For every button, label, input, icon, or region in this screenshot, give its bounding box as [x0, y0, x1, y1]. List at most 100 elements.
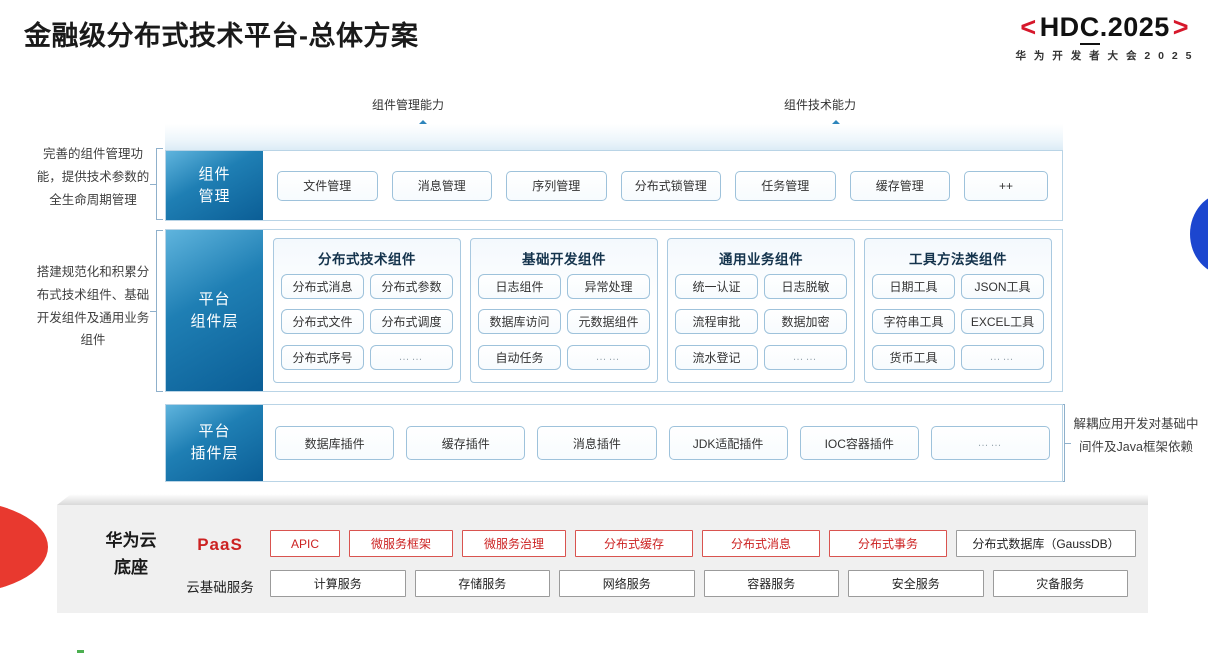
logo-text-c: C [1079, 12, 1100, 45]
paas-chip-highlighted[interactable]: 分布式事务 [829, 530, 947, 557]
component-group-chip[interactable]: JSON工具 [961, 274, 1044, 299]
paas-chip-highlighted[interactable]: APIC [270, 530, 340, 557]
side-note-left-top: 完善的组件管理功能，提供技术参数的全生命周期管理 [36, 147, 150, 207]
iaas-chip[interactable]: 存储服务 [414, 570, 550, 597]
blue-lens-decoration [1190, 193, 1208, 275]
red-wedge-decoration [0, 500, 48, 594]
plugin-layer-chip[interactable]: 缓存插件 [406, 426, 526, 460]
paas-chip-highlighted[interactable]: 分布式缓存 [575, 530, 693, 557]
component-group-grid: 分布式消息分布式参数分布式文件分布式调度分布式序号…… [281, 274, 453, 375]
iaas-chip[interactable]: 网络服务 [559, 570, 695, 597]
platform-plugin-layer-label: 平台 插件层 [166, 405, 263, 481]
component-group-chip[interactable]: 统一认证 [675, 274, 758, 299]
component-management-band: 组件 管理 文件管理消息管理序列管理分布式锁管理任务管理缓存管理 ++ [165, 150, 1063, 221]
paas-items-row: APIC 微服务框架微服务治理分布式缓存分布式消息分布式事务分布式数据库（Gaus… [270, 530, 1136, 557]
component-group-chip[interactable]: …… [961, 344, 1044, 370]
iaas-chip[interactable]: 灾备服务 [992, 570, 1128, 597]
component-management-chip[interactable]: 任务管理 [735, 170, 836, 201]
component-group-chip[interactable]: 日志脱敏 [764, 274, 847, 299]
platform-plugin-layer-items: 数据库插件缓存插件消息插件 JDK适配插件 IOC容器插件 …… [263, 405, 1062, 481]
iaas-chip[interactable]: 计算服务 [270, 570, 406, 597]
platform-plugin-layer-band: 平台 插件层 数据库插件缓存插件消息插件 JDK适配插件 IOC容器插件 …… [165, 404, 1063, 482]
component-management-chip[interactable]: ++ [964, 170, 1048, 201]
component-management-chip[interactable]: 消息管理 [391, 170, 492, 201]
component-management-items: 文件管理消息管理序列管理分布式锁管理任务管理缓存管理 ++ [263, 151, 1062, 220]
platform-component-layer-label: 平台 组件层 [166, 230, 263, 391]
component-group-chip[interactable]: 流水登记 [675, 344, 758, 370]
platform-plugin-layer-label-line2: 插件层 [190, 445, 239, 462]
base-bevel [57, 494, 1148, 505]
platform-component-layer-band: 平台 组件层 分布式技术组件分布式消息分布式参数分布式文件分布式调度分布式序号…… [165, 229, 1063, 392]
plugin-layer-chip[interactable]: IOC容器插件 [799, 426, 919, 460]
component-group-chip[interactable]: 分布式参数 [370, 274, 453, 299]
bracket-tick-left-bottom [150, 311, 157, 312]
iaas-chip[interactable]: 容器服务 [703, 570, 839, 597]
arrow-label-component-management: 组件管理能力 [372, 98, 445, 112]
component-group-chip[interactable]: 货币工具 [872, 344, 955, 370]
component-group: 通用业务组件统一认证日志脱敏流程审批数据加密流水登记…… [667, 238, 855, 383]
logo-text-year: .2025 [1099, 12, 1170, 42]
bracket-tick-right [1064, 443, 1071, 444]
component-group-chip[interactable]: 日志组件 [478, 274, 561, 299]
paas-chip-highlighted[interactable]: 微服务框架 [349, 530, 453, 557]
platform-component-layer-groups: 分布式技术组件分布式消息分布式参数分布式文件分布式调度分布式序号……基础开发组件… [263, 230, 1062, 391]
side-note-left-bottom: 搭建规范化和积累分布式技术组件、基础开发组件及通用业务组件 [36, 265, 150, 348]
component-group-grid: 日志组件异常处理数据库访问元数据组件自动任务…… [478, 274, 650, 375]
component-group-title: 分布式技术组件 [318, 252, 416, 267]
component-group-chip[interactable]: 日期工具 [872, 274, 955, 299]
iaas-items-row: 计算服务存储服务网络服务容器服务安全服务灾备服务 [270, 570, 1128, 597]
component-management-chip[interactable]: 分布式锁管理 [620, 170, 721, 201]
component-group-chip[interactable]: …… [370, 344, 453, 370]
plugin-layer-chip[interactable]: JDK适配插件 [668, 426, 788, 460]
component-management-label-line2: 管理 [198, 187, 231, 205]
hdc-logo: <HDC.2025> 华 为 开 发 者 大 会 2 0 2 5 [1015, 12, 1194, 63]
top-gradient-plate [165, 124, 1063, 150]
component-group-chip[interactable]: 自动任务 [478, 344, 561, 370]
component-group-chip[interactable]: 数据库访问 [478, 309, 561, 335]
paas-row-label: PaaS [197, 535, 243, 554]
paas-chip[interactable]: 分布式数据库（GaussDB） [956, 530, 1136, 557]
component-group-chip[interactable]: EXCEL工具 [961, 309, 1044, 335]
arrow-label-component-technology: 组件技术能力 [784, 98, 857, 112]
component-management-chip[interactable]: 缓存管理 [849, 170, 950, 201]
component-group-title: 基础开发组件 [522, 252, 606, 267]
paas-chip-highlighted[interactable]: 分布式消息 [702, 530, 820, 557]
component-group-title: 通用业务组件 [719, 252, 803, 267]
plugin-layer-chip[interactable]: …… [930, 426, 1051, 460]
component-group-chip[interactable]: 字符串工具 [872, 309, 955, 335]
component-group-chip[interactable]: 分布式序号 [281, 344, 364, 370]
platform-plugin-layer-label-line1: 平台 [198, 423, 231, 441]
component-group-chip[interactable]: 元数据组件 [567, 309, 650, 335]
component-management-chip[interactable]: 文件管理 [277, 170, 378, 201]
side-note-right: 解耦应用开发对基础中间件及Java框架依赖 [1073, 417, 1199, 454]
logo-right-bracket-icon: > [1172, 12, 1190, 42]
component-management-chip[interactable]: 序列管理 [506, 170, 607, 201]
component-management-label-line1: 组件 [198, 165, 231, 183]
paas-chip-highlighted[interactable]: 微服务治理 [462, 530, 566, 557]
component-group-chip[interactable]: …… [764, 344, 847, 370]
iaas-chip[interactable]: 安全服务 [848, 570, 984, 597]
green-dot-decoration [77, 650, 84, 653]
component-group: 分布式技术组件分布式消息分布式参数分布式文件分布式调度分布式序号…… [273, 238, 461, 383]
plugin-layer-chip[interactable]: 数据库插件 [275, 426, 395, 460]
component-group-chip[interactable]: 分布式文件 [281, 309, 364, 335]
component-group: 基础开发组件日志组件异常处理数据库访问元数据组件自动任务…… [470, 238, 658, 383]
page-title: 金融级分布式技术平台-总体方案 [24, 21, 419, 51]
component-group-chip[interactable]: 分布式调度 [370, 309, 453, 335]
component-group-chip[interactable]: 流程审批 [675, 309, 758, 335]
plugin-layer-chip[interactable]: 消息插件 [537, 426, 657, 460]
logo-left-bracket-icon: < [1020, 12, 1037, 42]
component-group-chip[interactable]: 分布式消息 [281, 274, 364, 299]
component-group-title: 工具方法类组件 [909, 252, 1007, 267]
hdc-logo-main: <HDC.2025> [1015, 12, 1194, 45]
component-group-chip[interactable]: …… [567, 344, 650, 370]
component-group-chip[interactable]: 数据加密 [764, 309, 847, 335]
base-title-line1: 华为云 [105, 531, 157, 550]
component-group-chip[interactable]: 异常处理 [567, 274, 650, 299]
platform-component-layer-label-line2: 组件层 [190, 312, 239, 330]
logo-text-hd: HD [1039, 12, 1080, 42]
platform-component-layer-label-line1: 平台 [198, 290, 231, 308]
base-title-line2: 底座 [114, 558, 148, 578]
